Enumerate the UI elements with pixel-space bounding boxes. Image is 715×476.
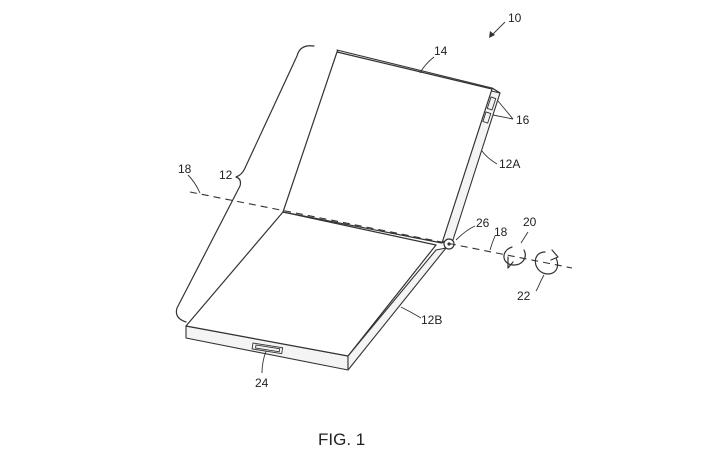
- figure-caption: FIG. 1: [318, 430, 365, 449]
- label-buttons: 16: [516, 113, 530, 127]
- lower-housing-surface: [185, 211, 437, 357]
- leader-lines: [187, 21, 514, 374]
- label-rotation-a: 20: [523, 215, 537, 229]
- housing-brace: [175, 45, 315, 323]
- label-lower-housing: 12B: [421, 313, 442, 327]
- display-surface: [282, 51, 493, 244]
- label-device: 10: [508, 11, 522, 25]
- label-upper-housing: 12A: [499, 157, 520, 171]
- upper-housing: [282, 49, 501, 244]
- lower-housing: [185, 211, 447, 371]
- side-button-lower[interactable]: [482, 111, 492, 124]
- label-axis-left: 18: [178, 162, 192, 176]
- label-housing: 12: [219, 168, 233, 182]
- label-rotation-b: 22: [517, 289, 531, 303]
- label-display: 14: [434, 44, 448, 58]
- label-port: 24: [255, 376, 269, 390]
- label-hinge: 26: [476, 216, 490, 230]
- rotational-axis: [189, 191, 573, 269]
- side-buttons[interactable]: [482, 96, 497, 124]
- side-button-upper[interactable]: [486, 96, 497, 111]
- rotation-arrow-22: [534, 249, 559, 292]
- rotation-arrow-20: [503, 231, 529, 269]
- connector-port[interactable]: [251, 342, 284, 355]
- label-axis-right: 18: [494, 225, 508, 239]
